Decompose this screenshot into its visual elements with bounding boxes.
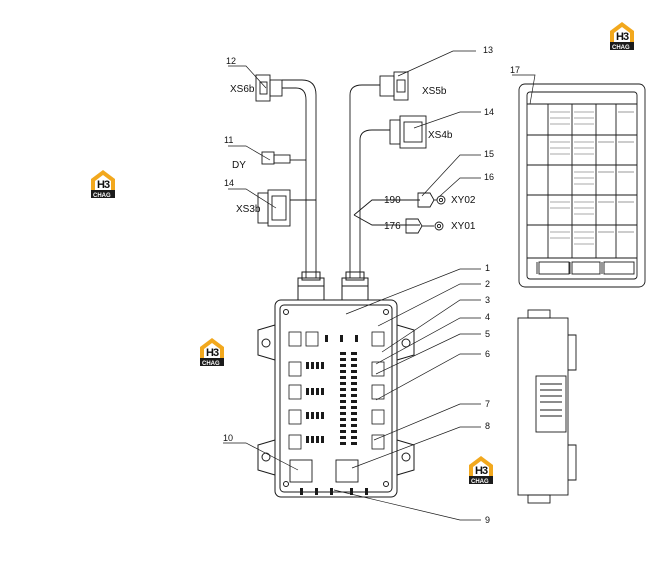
terminal-xy01 bbox=[405, 218, 444, 234]
callout-9: 9 bbox=[485, 515, 490, 525]
wire-harness bbox=[282, 79, 420, 278]
callout-2: 2 bbox=[485, 279, 490, 289]
callout-16: 16 bbox=[484, 172, 494, 182]
callout-4: 4 bbox=[485, 312, 490, 322]
svg-text:3: 3 bbox=[623, 31, 629, 43]
brand-logo: H 3 CHAG bbox=[610, 22, 634, 51]
label-xs3b: XS3b bbox=[236, 204, 261, 215]
callout-15: 15 bbox=[484, 149, 494, 159]
svg-text:3: 3 bbox=[213, 347, 219, 359]
leader-lines bbox=[223, 50, 536, 521]
callout-14-left: 14 bbox=[224, 178, 234, 188]
fuse-box-side bbox=[517, 309, 577, 504]
svg-text:CHAG: CHAG bbox=[93, 193, 111, 199]
svg-text:CHAG: CHAG bbox=[471, 479, 489, 485]
svg-text:H: H bbox=[206, 347, 214, 359]
relay-array bbox=[288, 331, 385, 483]
callout-17: 17 bbox=[510, 65, 520, 75]
callout-13: 13 bbox=[483, 45, 493, 55]
label-wire-176: 176 bbox=[384, 221, 401, 232]
callout-6: 6 bbox=[485, 349, 490, 359]
callout-11: 11 bbox=[224, 135, 233, 145]
callout-numbers: 12 13 11 14 14 15 16 17 1 2 3 4 5 6 7 8 … bbox=[223, 45, 520, 525]
callout-3: 3 bbox=[485, 295, 490, 305]
brand-logo: H 3 CHAG bbox=[469, 456, 493, 485]
callout-8: 8 bbox=[485, 421, 490, 431]
connector-dy bbox=[261, 151, 291, 165]
label-xy01: XY01 bbox=[451, 221, 476, 232]
brand-logo: H 3 CHAG bbox=[91, 170, 115, 199]
connector-xs6b bbox=[255, 74, 283, 102]
label-xs5b: XS5b bbox=[422, 86, 447, 97]
callout-14-right: 14 bbox=[484, 107, 494, 117]
callout-1: 1 bbox=[485, 263, 490, 273]
svg-text:CHAG: CHAG bbox=[612, 45, 630, 51]
label-xy02: XY02 bbox=[451, 195, 476, 206]
fuse-box-cover bbox=[518, 83, 646, 288]
svg-text:CHAG: CHAG bbox=[202, 361, 220, 367]
svg-text:H: H bbox=[616, 31, 624, 43]
brand-logo: H 3 CHAG bbox=[200, 338, 224, 367]
terminal-xy02 bbox=[417, 192, 446, 208]
label-xs6b: XS6b bbox=[230, 84, 255, 95]
svg-text:H: H bbox=[475, 465, 483, 477]
callout-7: 7 bbox=[485, 399, 490, 409]
connector-xs3b bbox=[257, 189, 291, 227]
svg-text:3: 3 bbox=[482, 465, 488, 477]
label-xs4b: XS4b bbox=[428, 130, 453, 141]
svg-text:3: 3 bbox=[104, 179, 110, 191]
callout-12: 12 bbox=[226, 56, 236, 66]
label-wire-190: 190 bbox=[384, 195, 401, 206]
cover-legend-texture bbox=[550, 111, 634, 245]
svg-text:H: H bbox=[97, 179, 105, 191]
callout-10: 10 bbox=[223, 433, 233, 443]
connector-xs5b bbox=[379, 71, 409, 101]
callout-5: 5 bbox=[485, 329, 490, 339]
fuse-box-front bbox=[257, 271, 415, 498]
label-dy: DY bbox=[232, 160, 246, 171]
connector-xs4b bbox=[389, 115, 427, 149]
